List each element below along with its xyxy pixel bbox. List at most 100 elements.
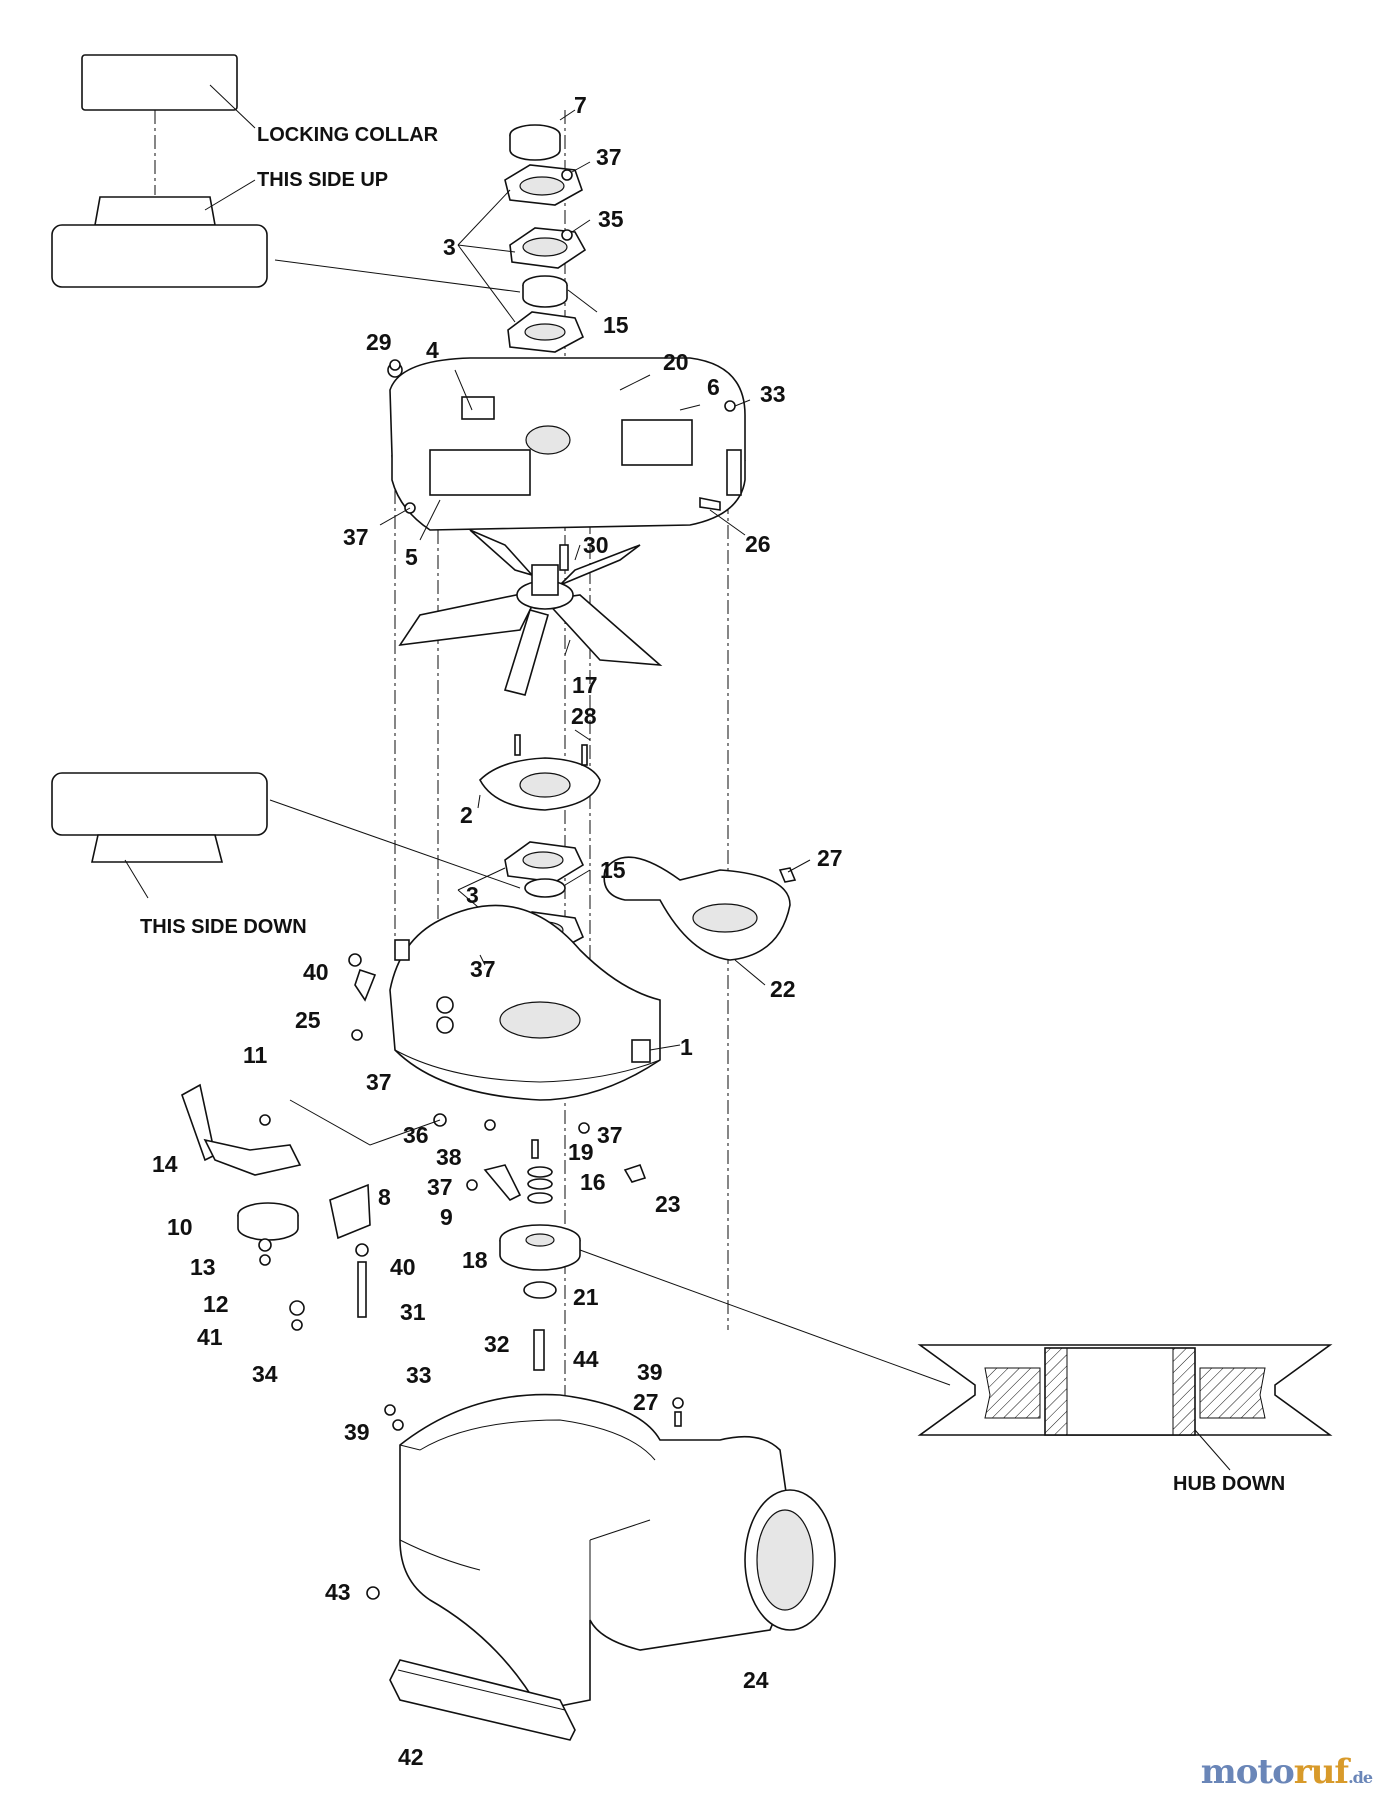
clip-25 [354,968,377,1002]
main-housing [389,904,661,1101]
screw-27 [778,867,797,883]
callout-21: 21 [573,1284,599,1310]
callout-18: 18 [462,1247,488,1273]
washer-21 [523,1281,557,1299]
washer-39 [392,1419,404,1431]
callout-2: 2 [460,802,473,828]
watermark-part-b: ruf [1293,1752,1349,1792]
callout-41: 41 [197,1324,223,1350]
bolt-30 [559,544,569,571]
bolt-29 [389,359,401,371]
callout-34: 34 [252,1361,278,1387]
fan-impeller [398,529,663,696]
callout-37f: 37 [427,1174,453,1200]
locking-collar-inset [51,54,521,293]
discharge-cover [603,856,797,961]
spring-8 [329,1183,371,1240]
callout-36: 36 [403,1122,429,1148]
callout-8: 8 [378,1184,391,1210]
caption-this-side-up: THIS SIDE UP [257,169,388,191]
bottom-plate-42 [389,1659,576,1741]
callout-13: 13 [190,1254,216,1280]
bearing-collar-drawing [94,196,216,226]
callout-9: 9 [440,1204,453,1230]
bearing-drawing-top [51,224,268,288]
top-housing-plate [387,357,746,531]
callout-40: 40 [303,959,329,985]
decal-6 [621,419,693,466]
watermark-part-a: moto [1200,1752,1295,1792]
nut-38 [484,1119,496,1131]
decal-5 [429,449,531,496]
nut-33 [724,400,736,412]
bracket-9 [483,1164,522,1201]
callout-10: 10 [167,1214,193,1240]
callout-4: 4 [426,337,439,363]
hub-section-inset [917,1344,1333,1471]
watermark-logo: motoruf.de [1200,1752,1373,1792]
callout-16: 16 [580,1169,606,1195]
bearing-drawing-bottom [51,772,268,836]
chute-housing [366,1393,836,1711]
callout-27: 27 [817,845,843,871]
callout-35: 35 [598,206,624,232]
callout-5: 5 [405,544,418,570]
callout-37b: 37 [343,524,369,550]
top-bearing-stack [457,124,587,353]
caption-locking-collar: LOCKING COLLAR [257,124,439,146]
callout-19: 19 [568,1139,594,1165]
callout-37d: 37 [366,1069,392,1095]
callout-42: 42 [398,1744,424,1770]
bolt-28b [581,744,588,766]
callout-22: 22 [770,976,796,1002]
callout-39: 39 [637,1359,663,1385]
callout-25: 25 [295,1007,321,1033]
idler-group [181,953,447,1331]
callout-29: 29 [366,329,392,355]
callout-3b: 3 [466,882,479,908]
pin-19 [531,1139,539,1159]
captions: LOCKING COLLAR THIS SIDE UP THIS SIDE DO… [140,124,1285,1495]
callout-15b: 15 [600,857,626,883]
callout-11: 11 [243,1042,268,1068]
callout-37e: 37 [597,1122,623,1148]
callout-28: 28 [571,703,597,729]
nut-33b [384,1404,396,1416]
watermark-part-c: .de [1348,1768,1373,1787]
callout-37: 37 [596,144,622,170]
callout-33: 33 [760,381,786,407]
plug-43 [366,1586,380,1600]
callout-24: 24 [743,1667,769,1693]
callout-7: 7 [574,92,587,118]
callout-14: 14 [152,1151,178,1177]
callout-27b: 27 [633,1389,659,1415]
callout-31: 31 [400,1299,426,1325]
caption-hub-down: HUB DOWN [1173,1473,1285,1495]
washer-40 [348,953,362,967]
clip-23 [623,1163,647,1183]
callout-43: 43 [325,1579,351,1605]
callout-39b: 39 [344,1419,370,1445]
callout-33b: 33 [406,1362,432,1388]
callout-26: 26 [745,531,771,557]
pin-26 [699,497,721,511]
bolt-32 [533,1329,545,1371]
spindle-group [466,1119,951,1386]
bearing-inset-bottom [51,772,521,899]
callout-17: 17 [572,672,598,698]
callout-23: 23 [655,1191,681,1217]
bolt-31 [357,1261,367,1318]
callout-40b: 40 [390,1254,416,1280]
callout-20: 20 [663,349,689,375]
callout-38: 38 [436,1144,462,1170]
callout-32: 32 [484,1331,510,1357]
callout-3: 3 [443,234,456,260]
locking-collar-drawing [81,54,238,111]
callout-15: 15 [603,312,629,338]
callout-37c: 37 [470,956,496,982]
caption-this-side-down: THIS SIDE DOWN [140,916,307,938]
bolt-11 [259,1114,271,1126]
callout-30: 30 [583,532,609,558]
